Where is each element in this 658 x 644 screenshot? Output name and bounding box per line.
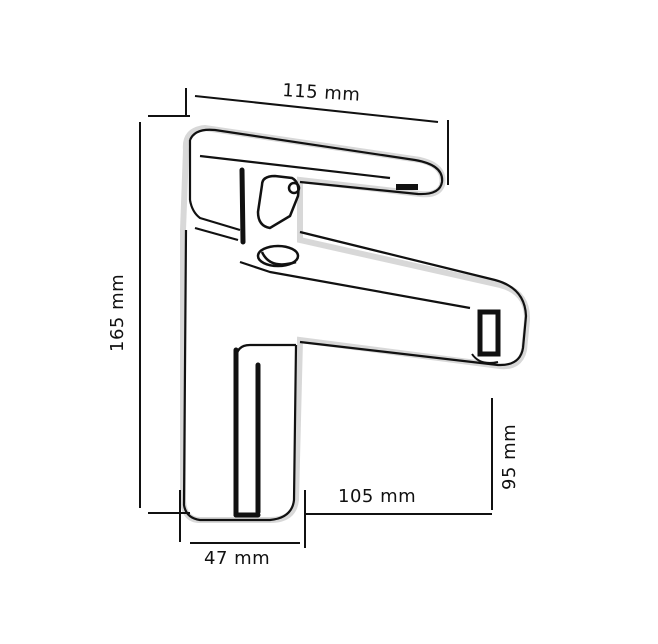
faucet-accents bbox=[233, 167, 261, 518]
dim-label-spout-clearance: 95 mm bbox=[499, 423, 520, 490]
dimension-lines bbox=[139, 88, 493, 548]
faucet-column bbox=[182, 229, 298, 522]
faucet-body bbox=[182, 128, 528, 522]
spout bbox=[299, 230, 528, 367]
dim-label-base-width: 47 mm bbox=[204, 548, 271, 569]
lever-tip bbox=[396, 184, 418, 190]
aerator bbox=[471, 309, 501, 364]
dim-top-line bbox=[194, 95, 439, 123]
cartridge-housing bbox=[188, 199, 241, 232]
lever-pivot bbox=[256, 174, 301, 268]
dim-label-total-height: 165 mm bbox=[107, 273, 128, 352]
lever-handle bbox=[188, 128, 444, 196]
dim-label-spout-reach: 105 mm bbox=[338, 486, 417, 507]
